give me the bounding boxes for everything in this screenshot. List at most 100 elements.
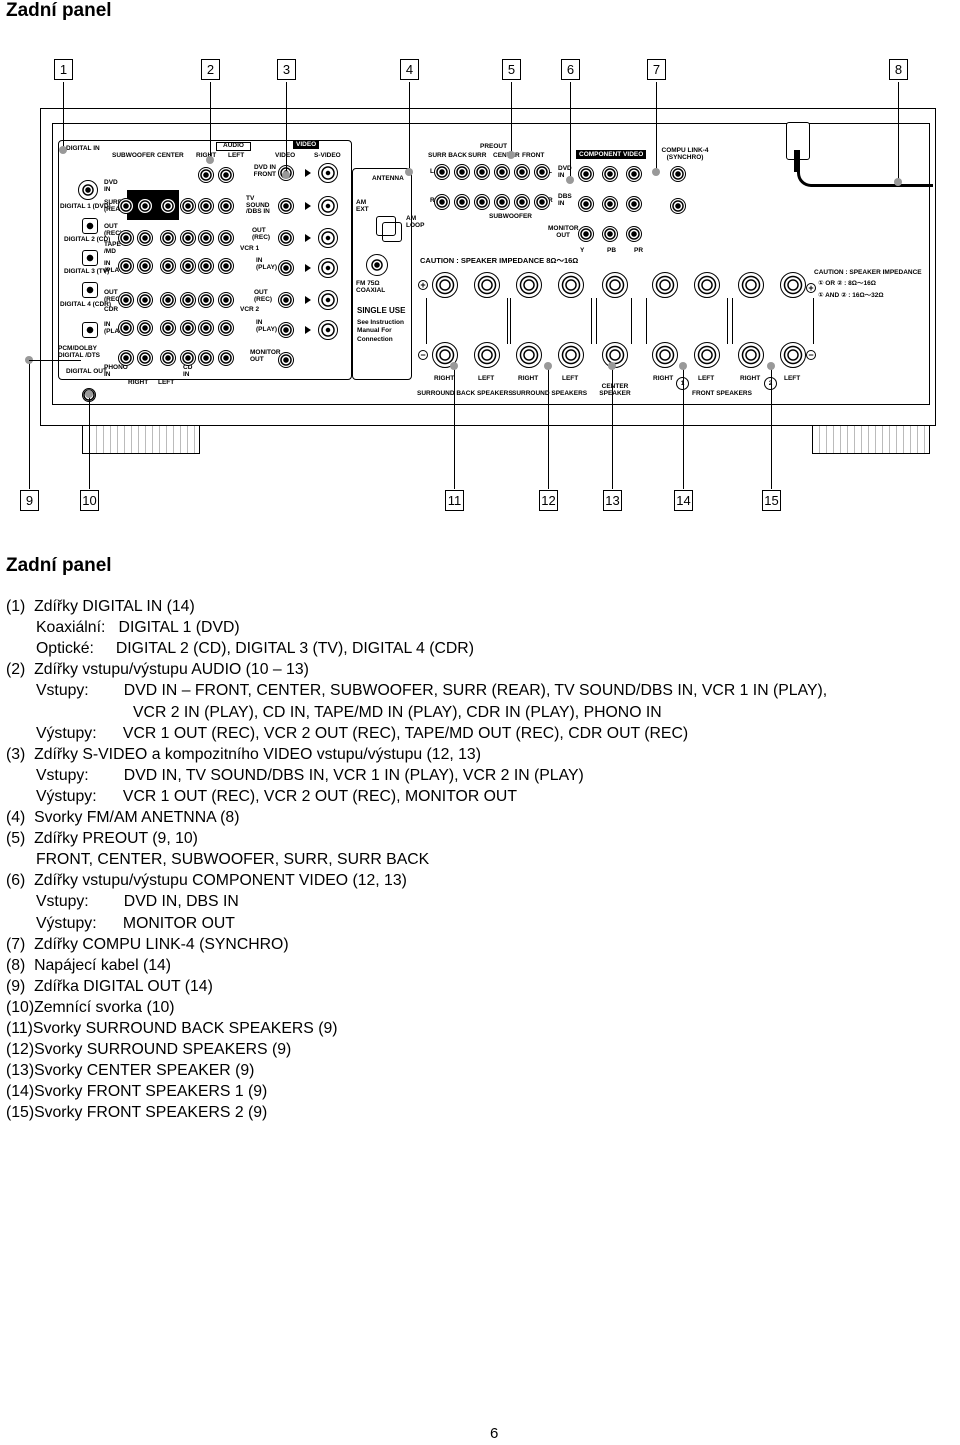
comp-pb-label: PB xyxy=(607,247,617,254)
antenna-label: ANTENNA xyxy=(372,175,404,182)
preout-jack xyxy=(434,164,450,180)
callout-1: 1 xyxy=(54,59,73,80)
comp-dvd-in-label: DVD IN xyxy=(558,165,572,179)
audio-label: AUDIO xyxy=(216,142,251,151)
leader-dot xyxy=(282,171,290,179)
preout-label: PREOUT xyxy=(480,143,508,150)
digital-in-label: DIGITAL IN xyxy=(66,145,100,152)
rca-jack xyxy=(180,230,196,246)
leader-dot xyxy=(608,362,616,370)
arrow-icon xyxy=(305,169,311,177)
callout-12: 12 xyxy=(539,490,558,511)
caution-left: CAUTION : SPEAKER IMPEDANCE 8Ω～16Ω xyxy=(420,256,579,265)
component-jack xyxy=(578,226,594,242)
speaker-terminal xyxy=(652,342,678,368)
tape-md-label: TAPE /MD xyxy=(104,241,121,255)
surr-back-label: SURR BACK xyxy=(428,152,467,159)
s-video-jack xyxy=(318,163,338,183)
video-jack xyxy=(278,260,294,276)
leader-dot xyxy=(59,146,67,154)
list-item: (1) Zdířky DIGITAL IN (14) xyxy=(6,598,195,615)
audio-left-label: LEFT xyxy=(228,152,245,159)
comp-y-label: Y xyxy=(580,247,585,254)
rca-jack xyxy=(218,258,234,274)
video-jack xyxy=(278,292,294,308)
rca-jack xyxy=(180,350,196,366)
rca-jack xyxy=(160,230,176,246)
list-item: (6) Zdířky vstupu/výstupu COMPONENT VIDE… xyxy=(6,872,407,890)
speaker-terminal xyxy=(516,272,542,298)
rca-jack xyxy=(160,320,176,336)
preout-jack xyxy=(514,164,530,180)
speaker-terminal xyxy=(780,272,806,298)
vcr2-out-label: OUT (REC) xyxy=(254,289,273,303)
vcr1-out-label: OUT (REC) xyxy=(252,227,271,241)
chassis-outer xyxy=(40,108,936,426)
callout-3: 3 xyxy=(277,59,296,80)
phono-left-label: LEFT xyxy=(158,379,175,386)
caution-right-2: ① AND ② : 16Ω～32Ω xyxy=(818,292,884,299)
page-title: Zadní panel xyxy=(6,0,112,21)
video-jack xyxy=(278,230,294,246)
rca-jack xyxy=(118,230,134,246)
tv-sound-label: TV SOUND /DBS IN xyxy=(246,195,270,215)
comp-pr-label: PR xyxy=(634,247,644,254)
leader-line xyxy=(210,82,211,160)
front-speakers-label: FRONT SPEAKERS xyxy=(692,390,752,397)
s-video-jack xyxy=(318,228,338,248)
see-instruction-label: See Instruction Manual For Connection xyxy=(357,319,404,343)
preout-jack xyxy=(534,194,550,210)
speaker-terminal xyxy=(558,272,584,298)
plus-sign-left: + xyxy=(418,280,428,290)
rca-jack xyxy=(160,258,176,274)
compu-link-jack-2 xyxy=(670,198,686,214)
rca-jack xyxy=(137,320,153,336)
component-jack xyxy=(626,166,642,182)
callout-4: 4 xyxy=(400,59,419,80)
digital-2-label: DIGITAL 2 (CD) xyxy=(64,236,111,243)
leader-line xyxy=(29,360,30,489)
leader-dot xyxy=(507,151,515,159)
f1-left-label: LEFT xyxy=(698,375,715,382)
preout-jack xyxy=(514,194,530,210)
am-loop-terminal xyxy=(382,222,402,242)
subwoofer-label: SUBWOOFER xyxy=(112,152,155,159)
out-rec-label-1: OUT (REC) xyxy=(104,223,123,237)
leader-dot xyxy=(85,390,93,398)
foot-left xyxy=(82,426,200,454)
s-left-label: LEFT xyxy=(562,375,579,382)
pcm-label: PCM/DOLBY DIGITAL /DTS xyxy=(58,345,101,359)
rca-jack xyxy=(218,230,234,246)
speaker-terminal xyxy=(652,272,678,298)
component-jack xyxy=(626,196,642,212)
leader-dot xyxy=(405,168,413,176)
rca-jack xyxy=(180,320,196,336)
rca-jack xyxy=(137,350,153,366)
rca-jack xyxy=(180,198,196,214)
rca-jack xyxy=(198,167,214,183)
single-use-label: SINGLE USE xyxy=(357,306,406,315)
caution-right: CAUTION : SPEAKER IMPEDANCE xyxy=(814,269,922,276)
list-item: Výstupy: VCR 1 OUT (REC), VCR 2 OUT (REC… xyxy=(36,724,689,742)
am-ext-label: AM EXT xyxy=(356,199,369,213)
vcr2-label: VCR 2 xyxy=(240,306,260,313)
callout-7: 7 xyxy=(647,59,666,80)
digital-4-label: DIGITAL 4 (CDR) xyxy=(60,301,112,308)
compu-link-label: COMPU LINK-4 (SYNCHRO) xyxy=(661,147,709,161)
speaker-terminal xyxy=(780,342,806,368)
preout-subwoofer-label: SUBWOOFER xyxy=(489,213,532,220)
list-item: (13)Svorky CENTER SPEAKER (9) xyxy=(6,1062,255,1080)
rca-jack xyxy=(137,292,153,308)
preout-r2-label: R xyxy=(548,197,553,204)
arrow-icon xyxy=(305,296,311,304)
callout-14: 14 xyxy=(674,490,693,511)
callout-10: 10 xyxy=(80,490,99,511)
coaxial-jack xyxy=(78,180,98,200)
compu-link-jack-1 xyxy=(670,166,686,182)
comp-dbs-in-label: DBS IN xyxy=(558,193,572,207)
digital-3-label: DIGITAL 3 (TV) xyxy=(64,268,110,275)
center-label: CENTER xyxy=(157,152,184,159)
rca-jack xyxy=(198,198,214,214)
rca-jack xyxy=(118,258,134,274)
cdr-label: CDR xyxy=(104,306,119,313)
